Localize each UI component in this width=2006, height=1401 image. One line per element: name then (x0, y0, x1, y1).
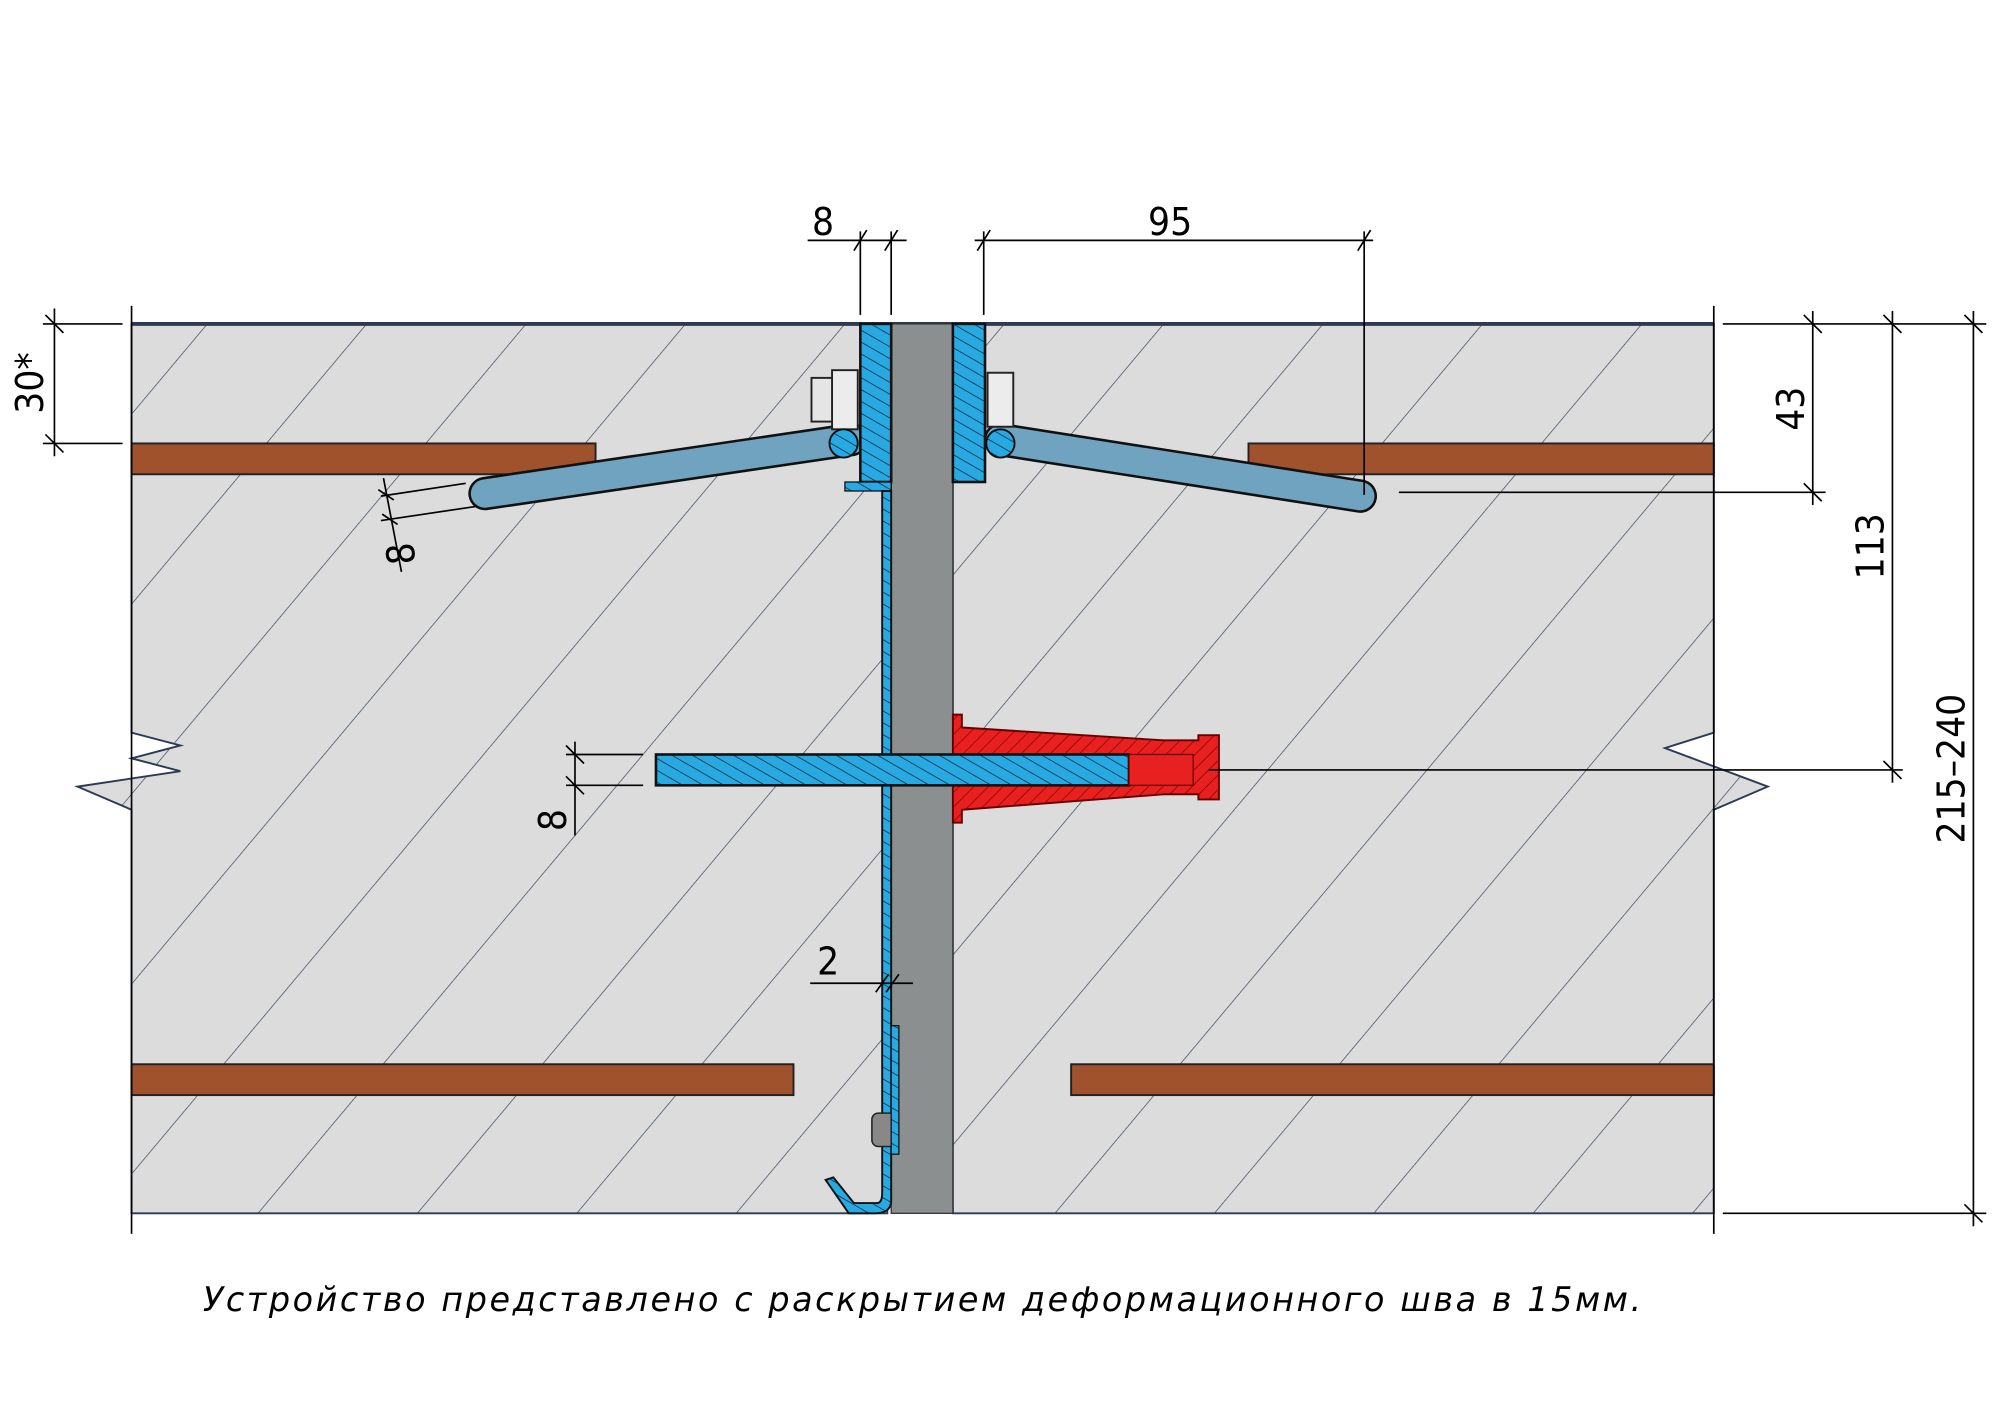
steel-plate-right (951, 322, 987, 484)
caption: Устройство представлено с раскрытием деф… (203, 1280, 1644, 1319)
rebar-bottom-right (1070, 1063, 1715, 1097)
dimension-lines (42, 229, 1987, 1234)
dim-bolt-depth: 113 (1848, 513, 1893, 579)
rebar-top-left (130, 442, 597, 476)
dim-slab-thickness: 215–240 (1929, 694, 1974, 844)
rebar-top-right (1247, 442, 1715, 476)
bolt (654, 753, 1131, 787)
dim-anchor-diameter: 8 (378, 541, 425, 567)
dim-plate-thickness: 8 (812, 200, 834, 245)
steel-plate-left (859, 322, 893, 484)
dim-bolt-diameter: 8 (531, 809, 576, 831)
dim-anchor-depth: 43 (1769, 387, 1814, 431)
nut-right (986, 371, 1015, 428)
dim-cover-depth: 30* (8, 352, 53, 413)
dim-sheet-thickness: 2 (817, 939, 839, 984)
rebar-bottom-left (130, 1063, 795, 1097)
dim-anchor-offset: 95 (1148, 200, 1192, 245)
